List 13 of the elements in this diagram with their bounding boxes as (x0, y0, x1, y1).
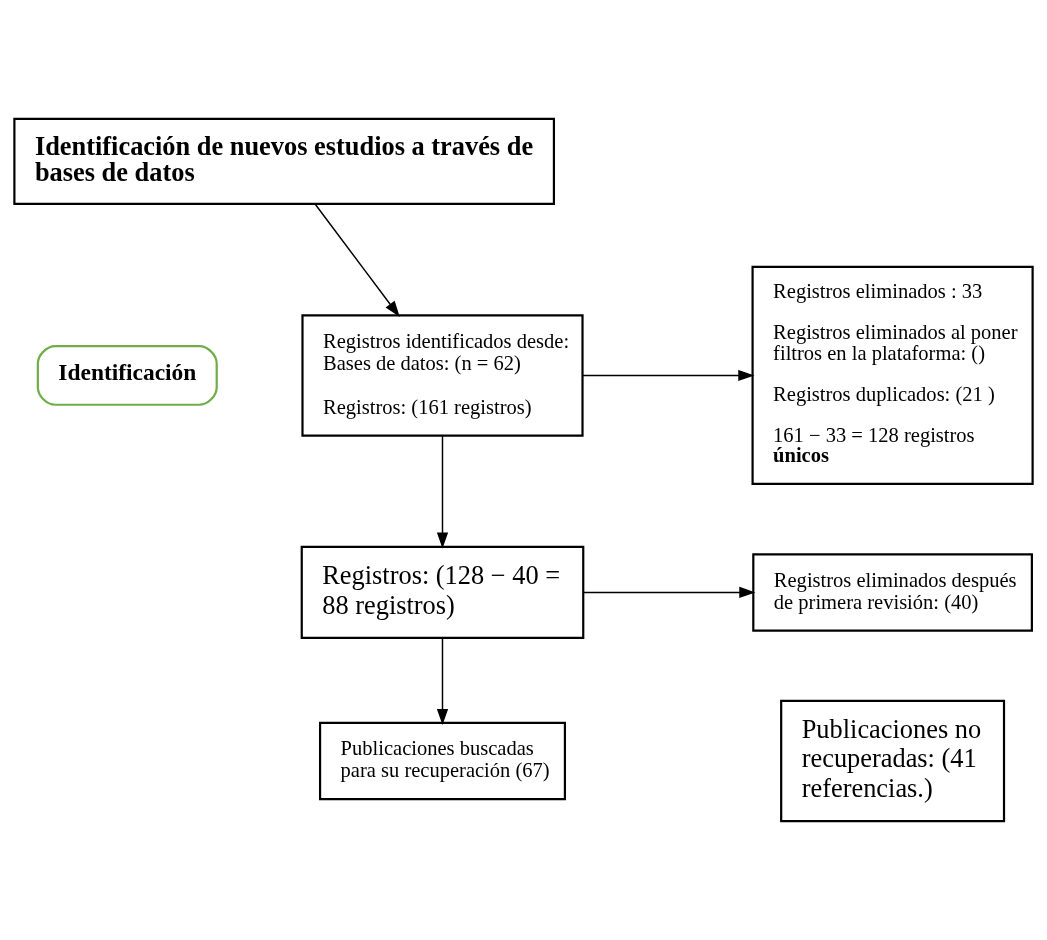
arrow (582, 369, 755, 382)
node-box: Registros eliminados después de primera revisión: (40) (752, 553, 1033, 632)
arrow (436, 637, 449, 726)
node-box: Registros eliminados : 33 Registros eliminados al poner filtros en la plataforma: () Registros duplicados: (21 ) 161 − 33 = 128 registros únicos (751, 265, 1034, 486)
node-box: Registros identificados desde: Bases de datos: (n = 62) Registros: (161 registros) (301, 314, 584, 437)
node-box: Identificación (36, 345, 218, 406)
arrow (436, 435, 449, 549)
arrow (314, 203, 400, 318)
node-box: Publicaciones no recuperadas: (41 referencias.) (780, 699, 1006, 823)
arrow (582, 586, 756, 599)
node-box: Identificación de nuevos estudios a través de bases de datos (13, 117, 555, 205)
node-box: Publicaciones buscadas para su recuperación (67) (318, 721, 566, 801)
node-box: Registros: (128 − 40 = 88 registros) (300, 545, 585, 639)
